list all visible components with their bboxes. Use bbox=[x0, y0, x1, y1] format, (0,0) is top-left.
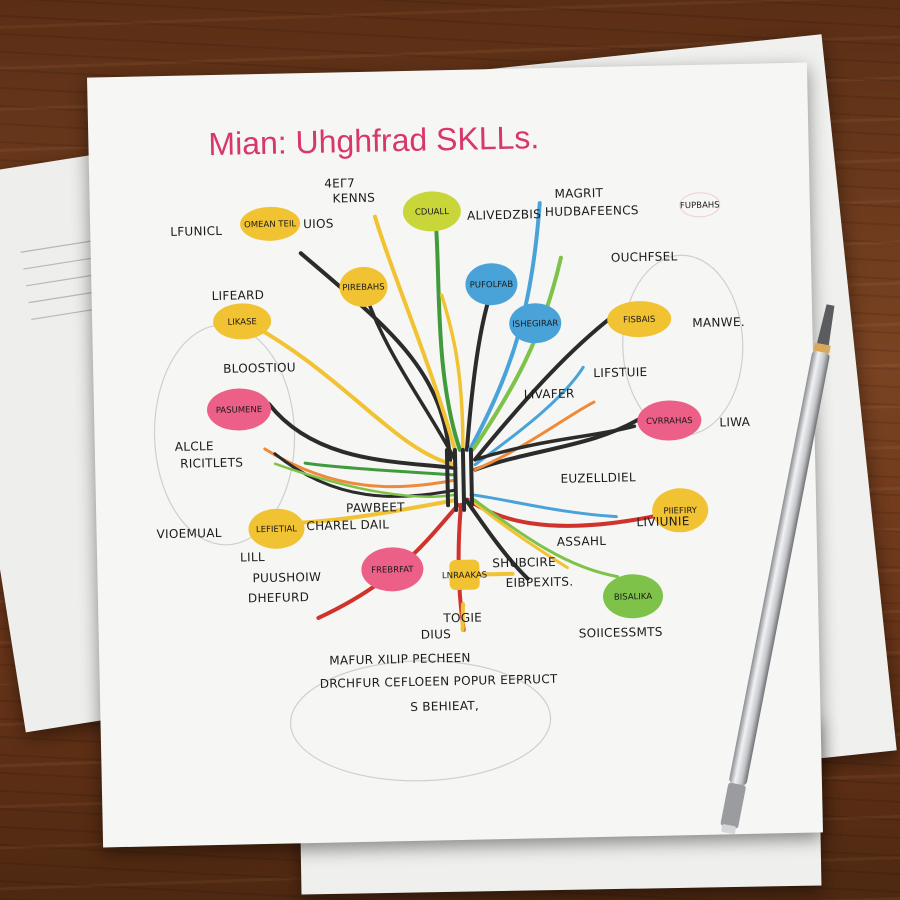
node-pink-1 bbox=[207, 388, 271, 431]
node-lime-1 bbox=[402, 191, 461, 232]
handwritten-labels: 4EΓ7 KENNS LFUNICL UIOS ALIVEDZBIS MAGRI… bbox=[156, 176, 751, 714]
label: ALIVEDZBIS bbox=[467, 207, 541, 223]
label: KENNS bbox=[332, 191, 375, 206]
label: LILL bbox=[240, 550, 265, 565]
node-yellow-5 bbox=[248, 508, 305, 549]
node-yellow-4 bbox=[607, 301, 672, 338]
label: RICITLETS bbox=[180, 455, 243, 470]
label: LIFSTUIE bbox=[593, 365, 647, 380]
node-yellow-3 bbox=[213, 303, 272, 340]
node-pink-2 bbox=[637, 400, 702, 441]
branches bbox=[240, 201, 659, 632]
node-pink-3 bbox=[361, 547, 424, 592]
node-blue-1 bbox=[465, 263, 518, 306]
label: MAFUR XILIP PECHEEN bbox=[329, 651, 471, 668]
label: HUDBAFEENCS bbox=[545, 203, 639, 219]
node-label: PUFOLFAB bbox=[470, 280, 514, 291]
label: LIVIUNIE bbox=[636, 514, 690, 529]
node-label: CDUALL bbox=[415, 207, 449, 218]
label: PAWBEET bbox=[346, 500, 405, 515]
node-label: LEFIETIAL bbox=[256, 524, 298, 535]
label: LFUNICL bbox=[170, 224, 222, 239]
label: CHAREL DAIL bbox=[306, 517, 389, 533]
label: ALCLE bbox=[175, 439, 214, 454]
node-blue-2 bbox=[509, 303, 562, 344]
label: SHUBCIRE bbox=[492, 555, 556, 570]
node-bubbles: OMEAN TEIL CDUALL PIREBAHS LIKASE PUFOLF… bbox=[207, 191, 721, 619]
label: DIUS bbox=[421, 627, 452, 642]
node-label: BISALIKA bbox=[614, 592, 653, 603]
mind-map-drawing: Mian: Uhghfrad SKLLs. bbox=[153, 119, 751, 782]
node-yellow-2 bbox=[339, 266, 388, 307]
label: PUUSHOIW bbox=[252, 570, 321, 585]
node-label: FISBAIS bbox=[623, 315, 656, 326]
label: LIVAFER bbox=[524, 386, 575, 401]
label: MANWE. bbox=[692, 315, 745, 330]
node-green-1 bbox=[603, 574, 663, 619]
label: BLOOSTIOU bbox=[223, 360, 296, 376]
label: ASSAHL bbox=[557, 534, 607, 549]
label: DHEFURD bbox=[248, 590, 309, 605]
label: TOGIE bbox=[442, 610, 482, 625]
label: EIBPEXITS. bbox=[506, 575, 574, 590]
node-label: PIREBAHS bbox=[342, 282, 385, 293]
label: LIFEARD bbox=[211, 288, 264, 303]
node-label: FREBRFAT bbox=[371, 565, 414, 576]
node-yellow-1 bbox=[240, 206, 301, 241]
mind-map-sheet: Mian: Uhghfrad SKLLs. bbox=[87, 62, 823, 848]
label: EUZELLDIEL bbox=[560, 470, 636, 486]
label: UIOS bbox=[303, 216, 334, 231]
node-label: FUPBAHS bbox=[680, 200, 720, 211]
silver-pen bbox=[714, 302, 845, 837]
node-label: LIKASE bbox=[227, 317, 256, 328]
label: LIWA bbox=[719, 415, 751, 430]
node-label: PIIEFIRY bbox=[663, 506, 697, 517]
faint-bubble bbox=[679, 192, 721, 218]
label: MAGRIT bbox=[554, 186, 603, 201]
label: S BEHIEAT, bbox=[410, 699, 479, 714]
page-title: Mian: Uhghfrad SKLLs. bbox=[208, 119, 540, 162]
node-label: ISHEGIRAR bbox=[512, 319, 558, 330]
label: DRCHFUR CEFLOEEN POPUR EEPRUCT bbox=[320, 672, 558, 691]
label: OUCHFSEL bbox=[611, 249, 678, 264]
node-yellow-square bbox=[449, 559, 480, 591]
label: SOIICESSMTS bbox=[579, 625, 663, 641]
node-label: LNRAAKAS bbox=[442, 570, 487, 581]
label: 4EΓ7 bbox=[324, 176, 355, 191]
node-label: OMEAN TEIL bbox=[244, 219, 297, 230]
label: VIOEMUAL bbox=[156, 526, 221, 541]
node-yellow-6 bbox=[652, 488, 709, 533]
node-label: PASUMENE bbox=[216, 405, 263, 416]
node-label: CVRRAHAS bbox=[646, 416, 693, 427]
